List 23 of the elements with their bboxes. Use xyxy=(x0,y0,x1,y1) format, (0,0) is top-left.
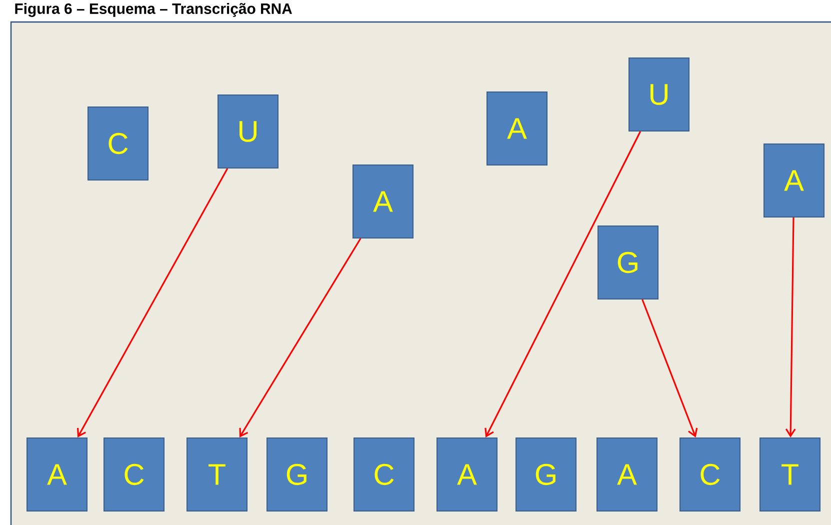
letter-box: T xyxy=(186,438,248,512)
letter-box: A xyxy=(764,144,824,218)
letter-box: A xyxy=(26,438,88,512)
letter-box: C xyxy=(680,438,740,512)
letter-box: U xyxy=(218,94,278,168)
arrow xyxy=(239,238,362,438)
letter-box: G xyxy=(598,226,658,300)
letter-box: A xyxy=(352,164,414,238)
letter-box: G xyxy=(266,438,328,512)
letter-box: A xyxy=(436,438,498,512)
letter-box: C xyxy=(104,438,164,512)
arrow xyxy=(484,131,642,438)
letter-box: G xyxy=(516,438,576,512)
letter-box: A xyxy=(596,438,658,512)
letter-box: A xyxy=(486,92,548,166)
letter-box: T xyxy=(760,438,820,512)
arrow xyxy=(76,168,228,438)
letter-box: U xyxy=(628,58,690,132)
arrow xyxy=(642,299,698,438)
letter-box: C xyxy=(354,438,414,512)
title: Figura 6 – Esquema – Transcrição RNA xyxy=(15,3,292,17)
arrow xyxy=(785,217,796,438)
letter-box: C xyxy=(88,106,148,180)
